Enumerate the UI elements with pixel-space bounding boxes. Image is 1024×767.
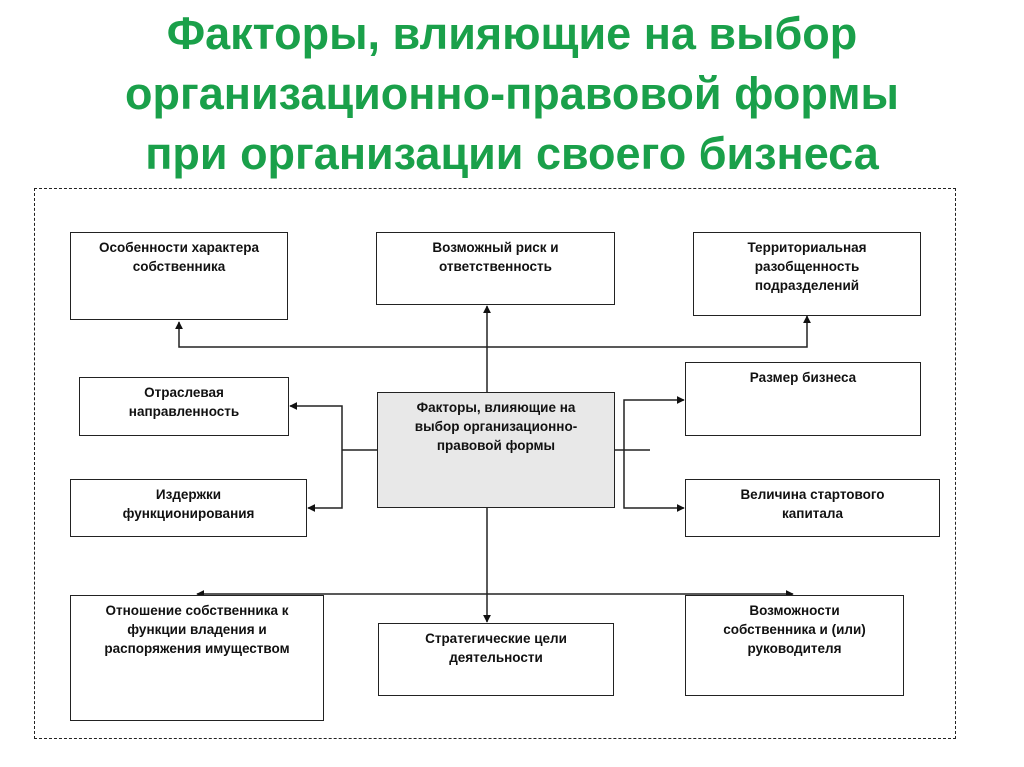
connector-to-costs bbox=[307, 450, 343, 512]
box-label: Особенности характера собственника bbox=[98, 240, 260, 274]
title-line: Факторы, влияющие на выбор bbox=[166, 8, 858, 59]
box-label: Размер бизнеса bbox=[749, 370, 857, 385]
box-label: Отраслевая направленность bbox=[128, 385, 240, 419]
title-line: при организации своего бизнеса bbox=[145, 128, 879, 179]
title-line: организационно-правовой формы bbox=[125, 68, 899, 119]
box-label: Факторы, влияющие на выбор организационн… bbox=[414, 400, 578, 453]
box-industry: Отраслевая направленность bbox=[79, 377, 289, 436]
diagram-frame bbox=[34, 188, 956, 739]
box-strategic-goals: Стратегические цели деятельности bbox=[378, 623, 614, 696]
box-label: Отношение собственника к функции владени… bbox=[104, 603, 290, 656]
box-label: Территориальная разобщенность подразделе… bbox=[747, 240, 867, 293]
box-label: Возможный риск и ответственность bbox=[432, 240, 559, 274]
box-label: Возможности собственника и (или) руковод… bbox=[723, 603, 866, 656]
box-label: Величина стартового капитала bbox=[740, 487, 885, 521]
box-start-capital: Величина стартового капитала bbox=[685, 479, 940, 537]
box-territorial: Территориальная разобщенность подразделе… bbox=[693, 232, 921, 316]
box-center: Факторы, влияющие на выбор организационн… bbox=[377, 392, 615, 508]
box-owner-capabilities: Возможности собственника и (или) руковод… bbox=[685, 595, 904, 696]
box-label: Стратегические цели деятельности bbox=[425, 631, 567, 665]
connector-to-start-capital bbox=[623, 450, 685, 512]
connector-top-bus bbox=[175, 315, 811, 348]
box-risk: Возможный риск и ответственность bbox=[376, 232, 615, 305]
box-ownership-relation: Отношение собственника к функции владени… bbox=[70, 595, 324, 721]
box-costs: Издержки функционирования bbox=[70, 479, 307, 537]
box-label: Издержки функционирования bbox=[122, 487, 255, 521]
page-title: Факторы, влияющие на выбор организационн… bbox=[0, 4, 1024, 184]
box-business-size: Размер бизнеса bbox=[685, 362, 921, 436]
connector-to-business-size bbox=[623, 396, 685, 450]
box-owner-character: Особенности характера собственника bbox=[70, 232, 288, 320]
connector-to-industry bbox=[289, 402, 343, 450]
